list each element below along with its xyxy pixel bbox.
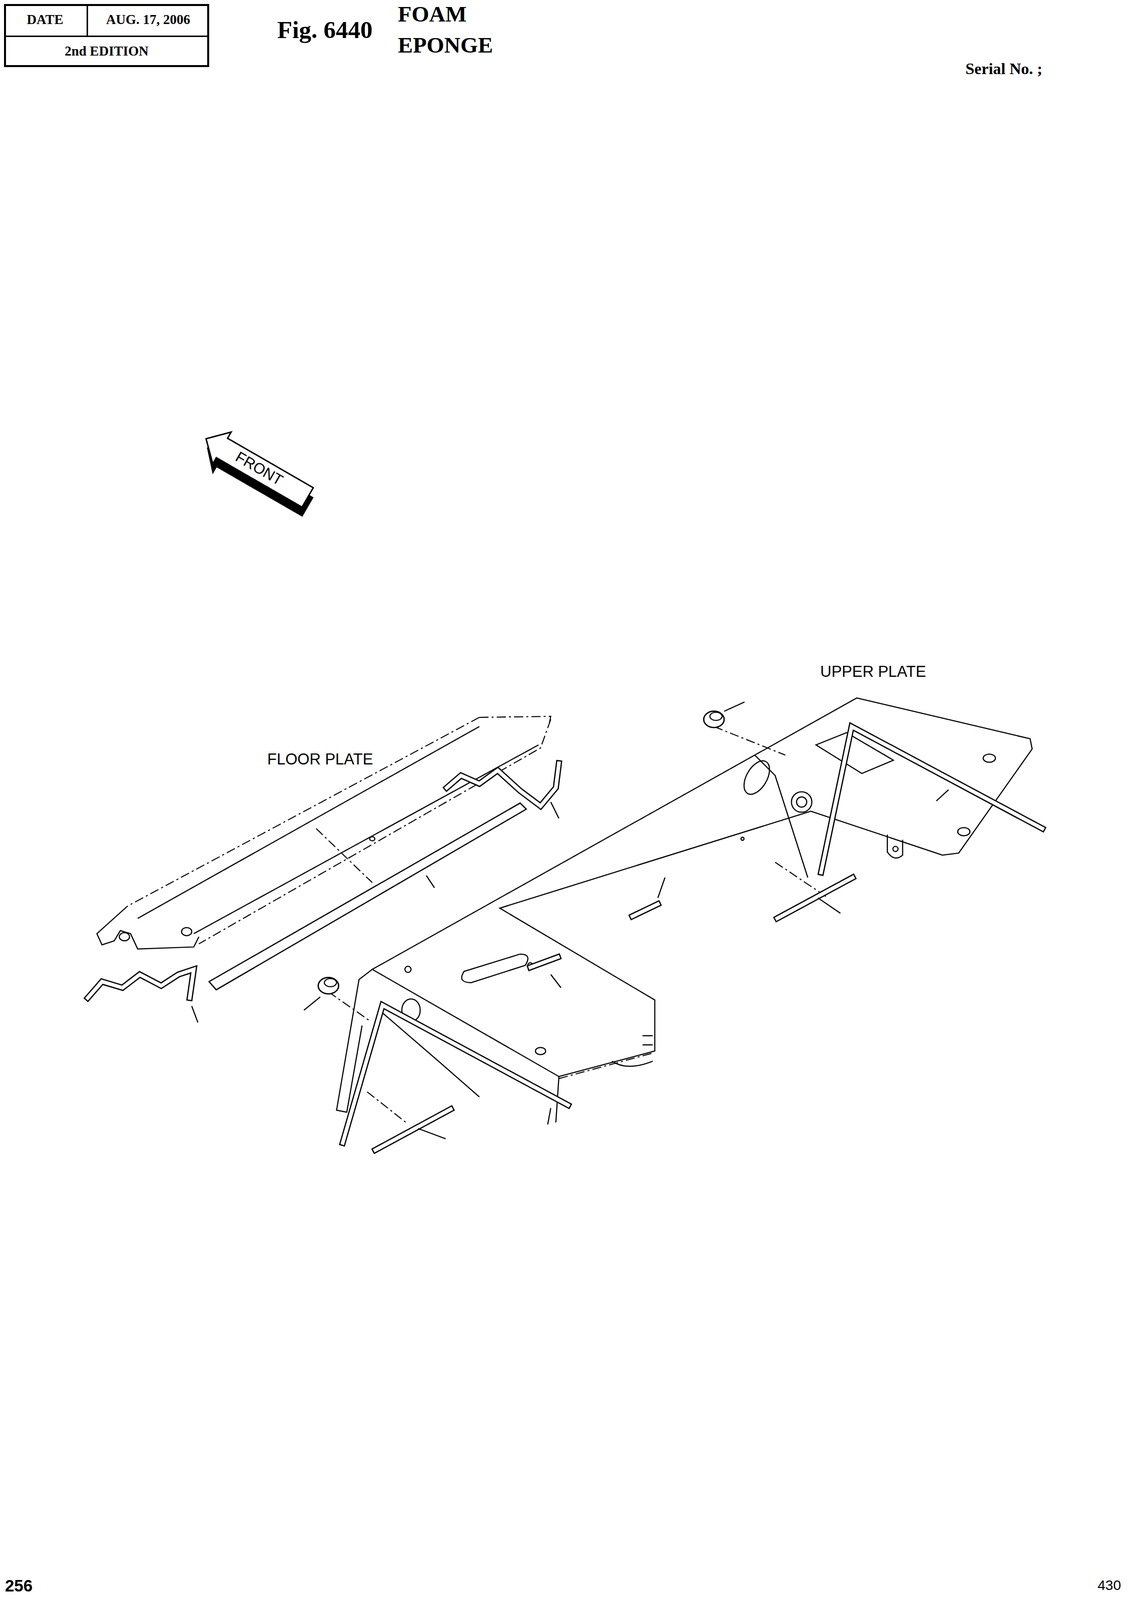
foam-strip — [815, 732, 894, 774]
upper-plate — [754, 754, 808, 878]
leader-line — [936, 789, 949, 801]
front-arrow — [196, 422, 317, 514]
leader-line — [547, 1107, 551, 1125]
upper-plate — [328, 697, 1032, 1122]
foam-strip — [342, 1004, 569, 1143]
table-rule — [6, 35, 208, 38]
leader-line — [303, 996, 321, 1010]
upper-plate — [796, 796, 807, 807]
leader-line — [191, 1005, 198, 1023]
floor-plate — [181, 927, 192, 936]
upper-plate — [714, 726, 786, 755]
leader-line — [817, 897, 841, 914]
upper-plate — [461, 953, 528, 983]
leader-line — [191, 701, 949, 1139]
front-arrow — [192, 422, 322, 524]
grommet — [318, 711, 725, 994]
serial-number: Serial No. ; — [965, 60, 1043, 78]
figure-title-line: EPONGE — [397, 33, 493, 59]
upper-plate — [535, 1046, 546, 1054]
foam-strip — [821, 726, 1043, 872]
foam-strip — [375, 1108, 451, 1151]
foam-strip — [87, 968, 194, 998]
leader-line — [658, 877, 666, 898]
grommet — [324, 978, 337, 987]
date-box: DATE AUG. 17, 2006 2nd EDITION — [4, 4, 210, 68]
foam-strip — [209, 802, 527, 990]
upper-plate — [892, 846, 898, 852]
foam-strip — [777, 877, 853, 919]
page-number: 430 — [1097, 1577, 1121, 1593]
foam-strip — [530, 956, 558, 967]
table-cell-text: 2nd EDITION — [64, 44, 149, 60]
part-name: UPPER PLATE — [820, 663, 926, 681]
figure-title: Fig. 6440 — [277, 16, 373, 44]
table-rule — [86, 6, 89, 36]
leader-line — [426, 875, 435, 888]
floor-plate — [479, 716, 551, 727]
upper-plate — [741, 836, 745, 840]
upper-plate — [372, 697, 1033, 1076]
foam-strip — [342, 1004, 569, 1143]
foam-strip — [777, 877, 853, 919]
upper-plate — [642, 1035, 653, 1045]
floor-plate — [119, 932, 130, 941]
foam-strip — [87, 763, 559, 998]
floor-plate — [137, 726, 480, 918]
floor-plate — [316, 828, 373, 883]
table-cell-text: DATE — [26, 12, 64, 28]
floor-plate — [127, 717, 480, 906]
upper-plate — [983, 753, 996, 762]
foam-strip — [446, 763, 559, 807]
floor-plate — [369, 836, 375, 841]
foam-strip — [530, 956, 558, 967]
upper-plate — [887, 834, 903, 858]
table-cell-text: AUG. 17, 2006 — [106, 12, 191, 28]
foam-strip — [87, 968, 194, 998]
upper-plate — [957, 827, 970, 836]
upper-plate — [367, 1091, 406, 1122]
upper-plate — [612, 1060, 654, 1066]
upper-plate — [328, 991, 370, 1020]
leader-line — [418, 1128, 446, 1139]
upper-plate — [738, 756, 775, 799]
part-name: FLOOR PLATE — [267, 750, 373, 768]
foam-strip — [632, 903, 659, 916]
upper-plate — [558, 1052, 653, 1078]
foam-strip — [632, 903, 659, 916]
grommet — [318, 977, 339, 994]
grommet — [709, 712, 722, 721]
foam-strip — [375, 1108, 451, 1151]
figure-title-line: FOAM — [397, 2, 467, 28]
floor-plate — [198, 719, 551, 944]
foam-strip — [446, 763, 559, 807]
upper-plate — [379, 1009, 480, 1097]
foam-strip — [821, 726, 1043, 872]
leader-line — [550, 974, 561, 988]
grommet — [703, 711, 725, 728]
upper-plate — [404, 965, 411, 972]
leader-line — [550, 801, 559, 819]
page-number: 256 — [5, 1576, 33, 1595]
upper-plate — [336, 968, 373, 1112]
leader-line — [724, 701, 745, 711]
upper-plate — [791, 791, 812, 813]
foam-strip — [342, 726, 1043, 1150]
